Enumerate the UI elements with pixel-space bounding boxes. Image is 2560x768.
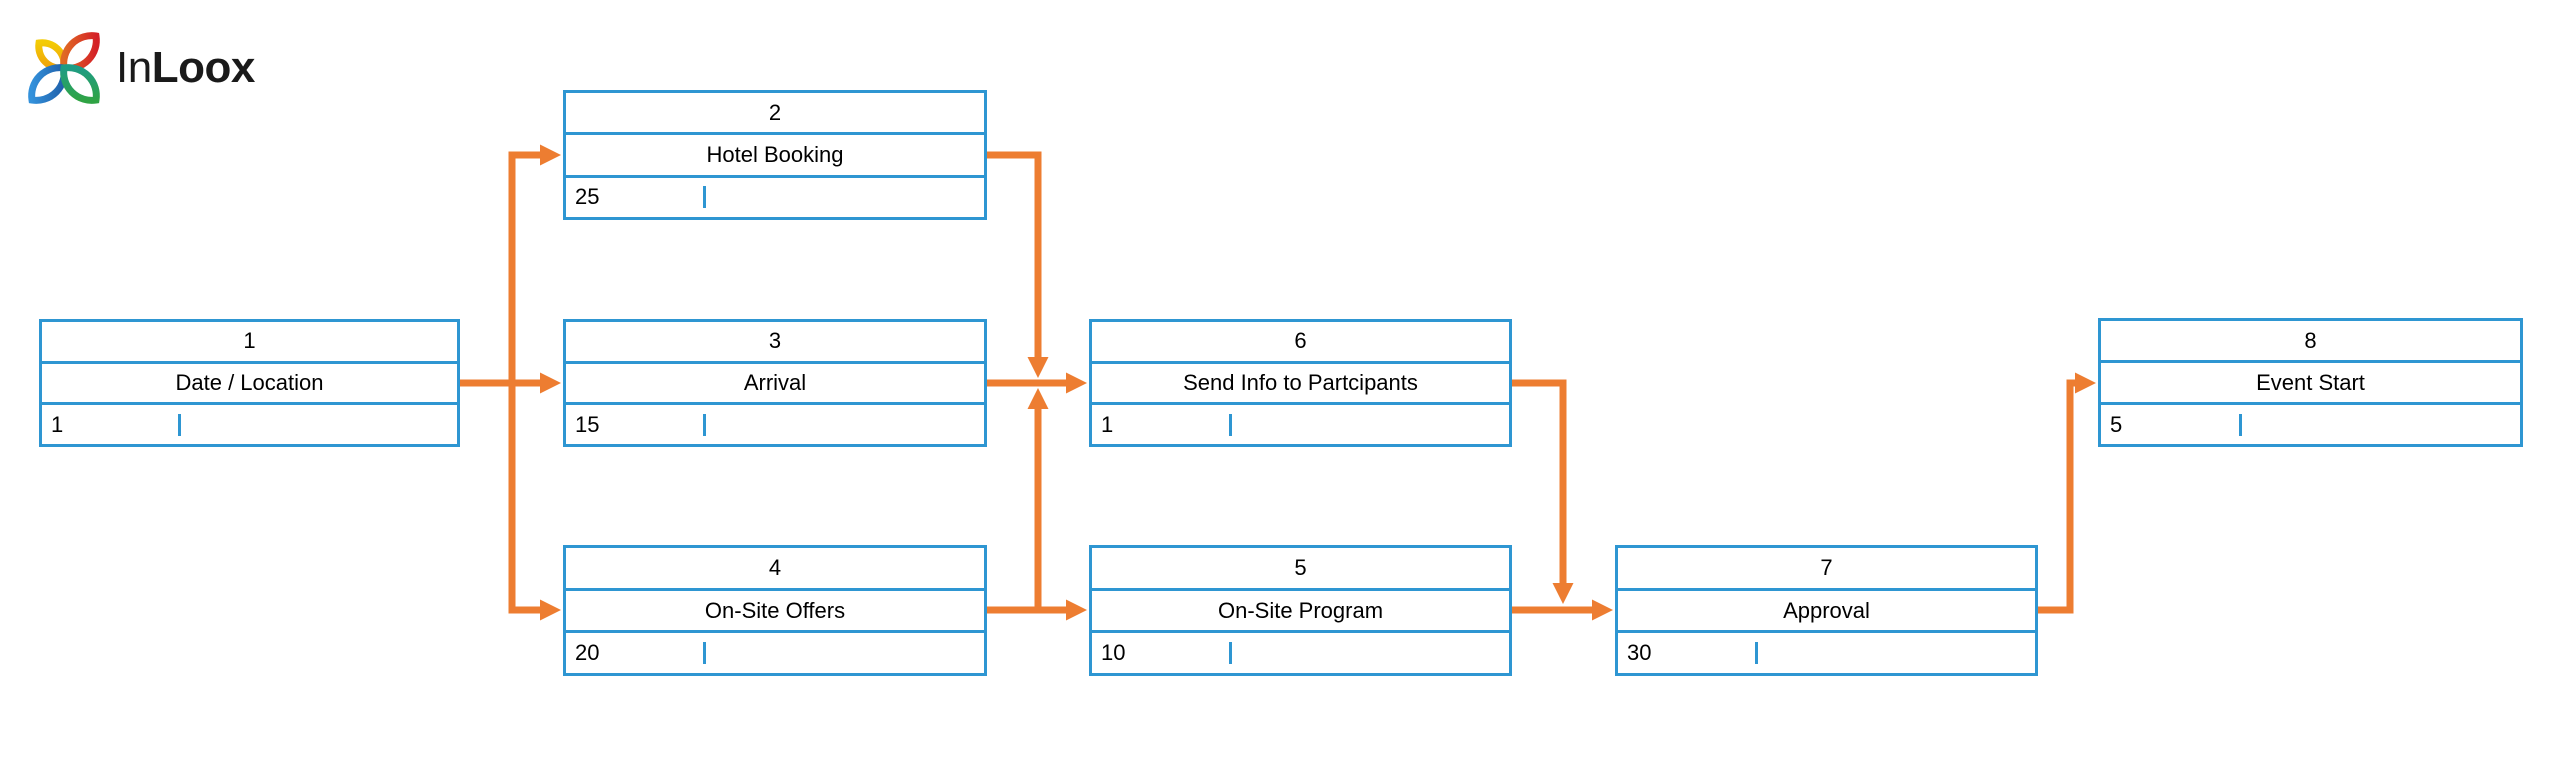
edge-6-7: [1512, 379, 1574, 604]
logo-petal-blue: [32, 68, 65, 101]
node-duration-cell: 1: [42, 413, 182, 436]
node-id: 6: [1092, 322, 1509, 364]
node-duration-cell: 20: [566, 642, 707, 665]
node-label: Date / Location: [42, 364, 457, 406]
node-label: On-Site Program: [1092, 591, 1509, 634]
node-id: 1: [42, 322, 457, 364]
node-duration-cell: 25: [566, 186, 707, 209]
edge-1-2: [508, 144, 561, 383]
node-duration-cell: 30: [1618, 642, 1758, 665]
task-node-5[interactable]: 5 On-Site Program 10: [1089, 545, 1512, 676]
node-bottom-row: 25: [566, 178, 984, 217]
node-label: On-Site Offers: [566, 591, 984, 634]
brand-wordmark: InLoox: [116, 43, 256, 92]
node-duration-cell: 5: [2101, 413, 2242, 436]
logo-petal-green: [64, 68, 97, 101]
inloox-logo: InLoox: [18, 8, 256, 124]
edge-2-6: [987, 151, 1049, 378]
node-label: Arrival: [566, 364, 984, 406]
node-id: 4: [566, 548, 984, 591]
node-bottom-row: 10: [1092, 633, 1509, 673]
node-bottom-row: 30: [1618, 633, 2035, 673]
node-bottom-row: 20: [566, 633, 984, 673]
node-id: 2: [566, 93, 984, 136]
brand-suffix: Loox: [152, 43, 256, 92]
logo-petal-red: [64, 36, 97, 69]
task-node-8[interactable]: 8 Event Start 5: [2098, 318, 2523, 447]
node-duration-cell: 15: [566, 413, 707, 436]
node-duration-cell: 10: [1092, 642, 1232, 665]
node-bottom-row: 1: [1092, 405, 1509, 444]
brand-prefix: In: [116, 43, 152, 92]
task-node-4[interactable]: 4 On-Site Offers 20: [563, 545, 987, 676]
node-bottom-row: 15: [566, 405, 984, 444]
node-id: 7: [1618, 548, 2035, 591]
task-node-2[interactable]: 2 Hotel Booking 25: [563, 90, 987, 220]
node-label: Send Info to Partcipants: [1092, 364, 1509, 406]
task-node-6[interactable]: 6 Send Info to Partcipants 1: [1089, 319, 1512, 447]
node-bottom-row: 5: [2101, 405, 2520, 444]
node-id: 3: [566, 322, 984, 364]
node-label: Approval: [1618, 591, 2035, 634]
node-id: 8: [2101, 321, 2520, 363]
node-duration-cell: 1: [1092, 413, 1232, 436]
task-node-7[interactable]: 7 Approval 30: [1615, 545, 2038, 676]
task-node-1[interactable]: 1 Date / Location 1: [39, 319, 460, 447]
edge-7-8: [2038, 372, 2096, 614]
node-label: Hotel Booking: [566, 135, 984, 178]
edge-1-4: [508, 383, 561, 621]
task-node-3[interactable]: 3 Arrival 15: [563, 319, 987, 447]
node-bottom-row: 1: [42, 405, 457, 444]
node-label: Event Start: [2101, 363, 2520, 405]
node-id: 5: [1092, 548, 1509, 591]
